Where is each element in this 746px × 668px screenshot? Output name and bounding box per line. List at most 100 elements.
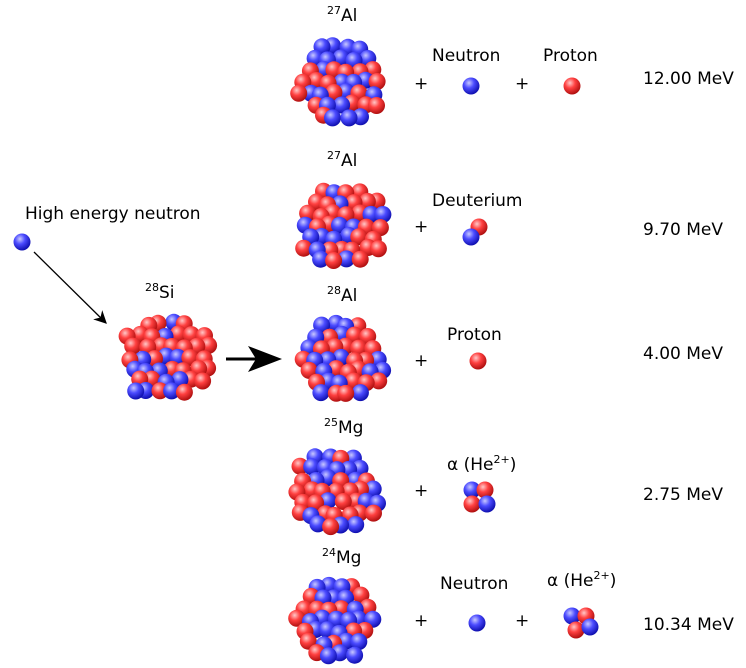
target-mass-number: 28 — [145, 281, 159, 294]
neutron-sphere — [351, 384, 369, 402]
proton-sphere — [368, 97, 385, 114]
proton-sphere — [351, 250, 369, 268]
neutron-sphere — [346, 646, 364, 664]
incoming-arrow — [33, 251, 107, 324]
proton-sphere — [334, 493, 352, 510]
neutron-sphere — [127, 382, 145, 400]
alpha-proton — [463, 495, 481, 513]
proton-sphere — [288, 609, 306, 627]
product-nucleus — [288, 448, 386, 536]
product-nucleus — [290, 37, 386, 127]
reaction-energy: 10.34 MeV — [643, 615, 734, 635]
alpha-charge: 2+ — [493, 453, 510, 466]
reaction-arrow — [226, 346, 282, 372]
reaction-energy: 2.75 MeV — [643, 485, 724, 505]
neutron-sphere — [303, 458, 321, 476]
mass-number: 28 — [327, 284, 341, 297]
incoming-neutron-sphere — [13, 233, 31, 251]
plus-sign: + — [414, 611, 429, 631]
alpha-text: α (He — [547, 571, 594, 591]
element-symbol: Al — [341, 6, 358, 26]
target-nucleus-label: 28Si — [145, 282, 175, 303]
element-symbol: Mg — [336, 548, 362, 568]
element-symbol: Al — [341, 286, 358, 306]
particle-label-neutron: Neutron — [440, 574, 509, 594]
neutron-sphere — [468, 614, 486, 632]
proton-sphere — [175, 383, 193, 401]
neutron-sphere — [324, 109, 341, 127]
reaction-energy: 12.00 MeV — [643, 69, 734, 89]
deuterium-neutron — [462, 228, 480, 246]
neutron-sphere — [347, 516, 365, 534]
proton-sphere — [295, 239, 313, 257]
proton-sphere — [370, 372, 388, 390]
element-symbol: Al — [341, 151, 358, 171]
plus-sign: + — [515, 611, 530, 631]
product-nucleus — [288, 576, 382, 665]
target-nucleus — [118, 313, 218, 401]
neutron-sphere — [350, 633, 368, 651]
mass-number: 27 — [327, 4, 341, 17]
alpha-proton — [567, 621, 585, 639]
neutron-sphere — [364, 480, 382, 498]
neutron-sphere — [319, 647, 337, 665]
proton-sphere — [369, 240, 387, 258]
proton-sphere — [365, 504, 382, 522]
neutron-sphere — [340, 109, 358, 127]
alpha-close: ) — [509, 455, 517, 475]
plus-sign: + — [515, 74, 530, 94]
alpha-neutron — [563, 607, 581, 625]
product-nucleus-label: 25Mg — [324, 417, 364, 438]
alpha-charge: 2+ — [593, 569, 610, 582]
alpha-text: α (He — [447, 455, 494, 475]
neutron-sphere — [374, 206, 392, 223]
proton-sphere — [469, 352, 487, 370]
target-symbol: Si — [159, 283, 175, 303]
proton-sphere — [325, 252, 343, 269]
plus-sign: + — [414, 217, 429, 237]
product-nucleus-label: 27Al — [327, 150, 358, 171]
mass-number: 27 — [327, 149, 341, 162]
product-nucleus-label: 27Al — [327, 5, 358, 26]
proton-sphere — [325, 84, 343, 101]
product-nucleus-label: 24Mg — [322, 547, 362, 568]
plus-sign: + — [414, 351, 429, 371]
product-nucleus — [294, 314, 392, 402]
alpha-neutron — [581, 618, 599, 636]
proton-sphere — [337, 384, 355, 402]
proton-sphere — [194, 372, 212, 390]
proton-sphere — [368, 73, 386, 90]
neutron-sphere — [312, 384, 330, 402]
proton-sphere — [169, 325, 187, 343]
proton-sphere — [563, 77, 581, 95]
particle-label-alpha: α (He2+) — [447, 454, 517, 475]
particle-label-deuterium: Deuterium — [432, 191, 523, 211]
particle-label-alpha: α (He2+) — [547, 570, 617, 591]
particle-label-proton: Proton — [447, 325, 502, 345]
neutron-sphere — [333, 96, 351, 114]
particle-label-neutron: Neutron — [432, 46, 501, 66]
product-nucleus-label: 28Al — [327, 285, 358, 306]
mass-number: 24 — [322, 546, 336, 559]
proton-sphere — [290, 84, 308, 102]
plus-sign: + — [414, 74, 429, 94]
neutron-sphere — [312, 250, 330, 268]
alpha-proton — [476, 481, 494, 499]
alpha-close: ) — [609, 571, 617, 591]
neutron-sphere — [337, 250, 355, 268]
reaction-energy: 4.00 MeV — [643, 344, 724, 364]
plus-sign: + — [414, 481, 429, 501]
reaction-energy: 9.70 MeV — [643, 220, 724, 240]
product-nucleus — [295, 182, 392, 269]
alpha-neutron — [463, 481, 481, 499]
incoming-neutron-label: High energy neutron — [25, 204, 201, 224]
neutron-sphere — [462, 77, 480, 95]
mass-number: 25 — [324, 416, 338, 429]
alpha-neutron — [478, 495, 496, 513]
element-symbol: Mg — [338, 418, 364, 438]
neutron-sphere — [309, 515, 327, 533]
neutron-sphere — [163, 382, 181, 400]
proton-sphere — [322, 518, 340, 536]
